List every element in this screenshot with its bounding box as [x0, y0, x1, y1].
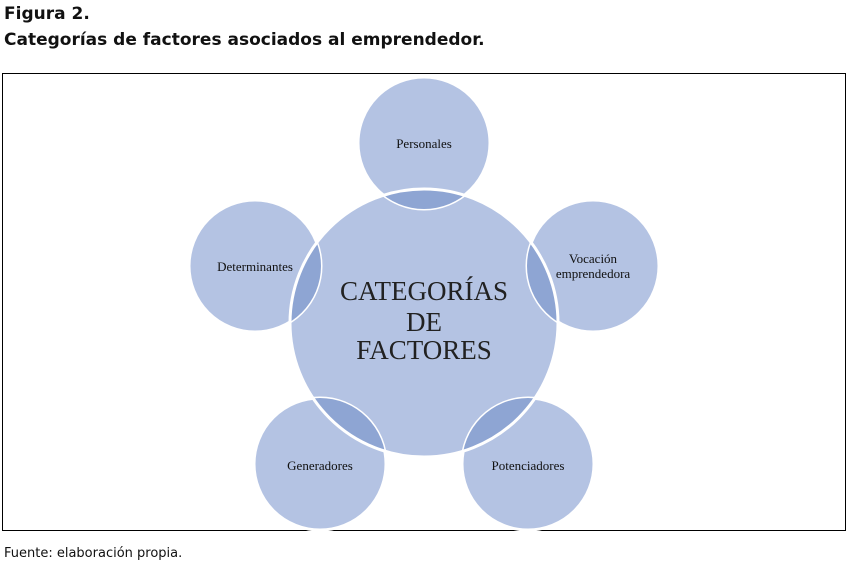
node-label-personales: Personales — [396, 136, 452, 151]
node-label-potenciadores: Potenciadores — [492, 458, 565, 473]
node-label-determinantes: Determinantes — [217, 259, 293, 274]
center-circle — [290, 189, 558, 457]
figure-source: Fuente: elaboración propia. — [4, 546, 183, 561]
center-circle-outline — [288, 187, 560, 459]
center-label: CATEGORÍAS DE FACTORES — [340, 276, 508, 365]
center-label-line-2: DE — [406, 307, 442, 337]
figure-title: Categorías de factores asociados al empr… — [4, 30, 485, 50]
overlap-regions — [290, 189, 558, 457]
figure-label: Figura 2. — [4, 4, 90, 24]
node-label-vocacion: Vocación — [569, 251, 618, 266]
node-label-emprendedora: emprendedora — [556, 266, 631, 281]
node-labels: Personales Vocación emprendedora Potenci… — [217, 136, 630, 473]
diagram-frame — [2, 73, 846, 531]
center-label-line-1: CATEGORÍAS — [340, 276, 508, 306]
overlap-potenciadores — [462, 398, 558, 457]
overlap-generadores — [290, 398, 386, 457]
node-label-generadores: Generadores — [287, 458, 353, 473]
center-label-line-3: FACTORES — [356, 335, 492, 365]
